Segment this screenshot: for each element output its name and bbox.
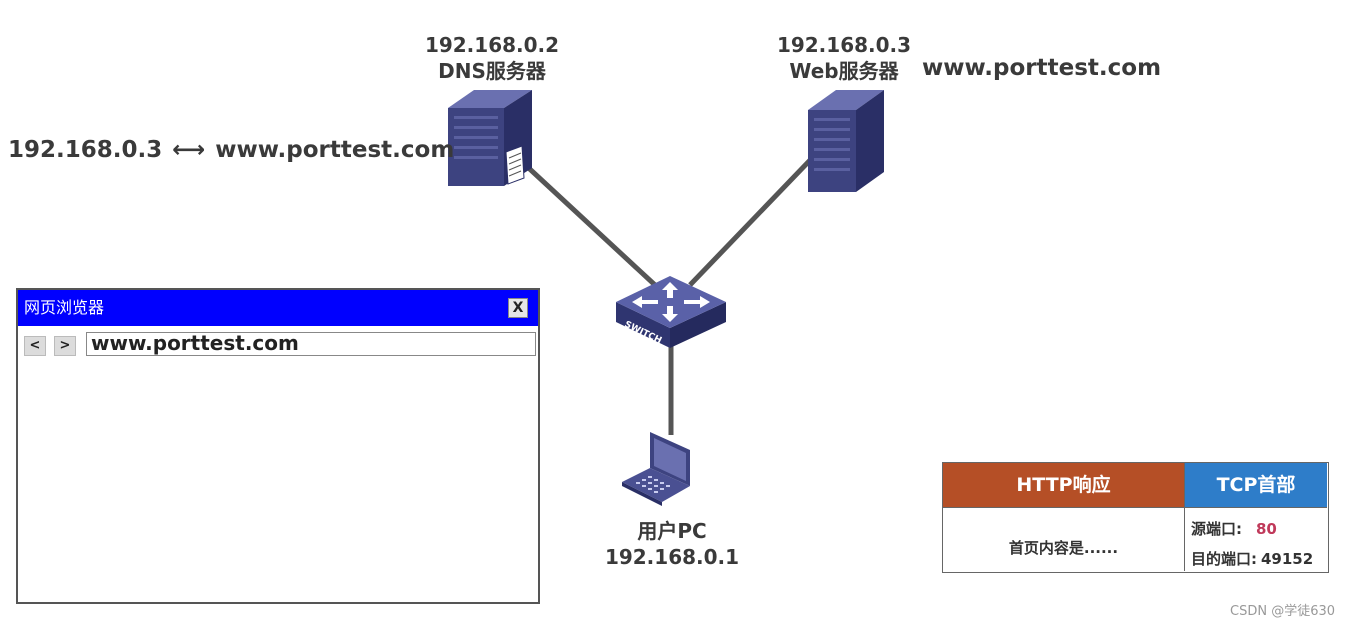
laptop-icon [622,432,690,506]
link-dns-switch [518,158,657,287]
http-body: 首页内容是...... [943,507,1185,571]
bidirectional-arrow-icon: ⟷ [172,137,206,163]
web-server-icon [808,90,884,192]
switch-icon: SWITCH [616,276,726,348]
tcp-ports: 源端口: 80 目的端口:49152 [1185,507,1327,571]
address-bar[interactable]: www.porttest.com [86,332,536,356]
source-port-row: 源端口: 80 [1191,518,1277,539]
tcp-header: TCP首部 [1185,463,1327,507]
http-response-header: HTTP响应 [943,463,1185,507]
source-port-value: 80 [1256,520,1277,538]
dns-record-domain: www.porttest.com [215,137,455,163]
web-server-name: Web服务器 [789,59,899,83]
browser-window: 网页浏览器 X < > www.porttest.com [16,288,540,604]
dns-server-ip: 192.168.0.2 [424,33,560,57]
dns-server-icon [448,90,532,186]
back-button[interactable]: < [24,336,46,356]
dns-server-name: DNS服务器 [438,59,546,83]
browser-titlebar: 网页浏览器 X [18,290,538,326]
source-port-label: 源端口: [1191,520,1242,538]
close-button[interactable]: X [508,298,528,318]
destination-port-row: 目的端口:49152 [1191,548,1313,569]
watermark: CSDN @学徒630 [1230,604,1336,619]
dns-record-ip: 192.168.0.3 [8,137,163,163]
packet-structure: HTTP响应 TCP首部 首页内容是...... 源端口: 80 目的端口:491… [942,462,1329,573]
user-pc-ip: 192.168.0.1 [604,545,740,569]
web-server-domain: www.porttest.com [922,55,1162,81]
web-server-ip: 192.168.0.3 [776,33,912,57]
browser-title: 网页浏览器 [24,298,105,317]
destination-port-label: 目的端口: [1191,550,1257,568]
dns-record: 192.168.0.3 ⟷ www.porttest.com [8,137,454,163]
forward-button[interactable]: > [54,336,76,356]
user-pc-name: 用户PC [637,519,707,543]
destination-port-value: 49152 [1261,550,1314,568]
link-web-switch [688,153,817,287]
